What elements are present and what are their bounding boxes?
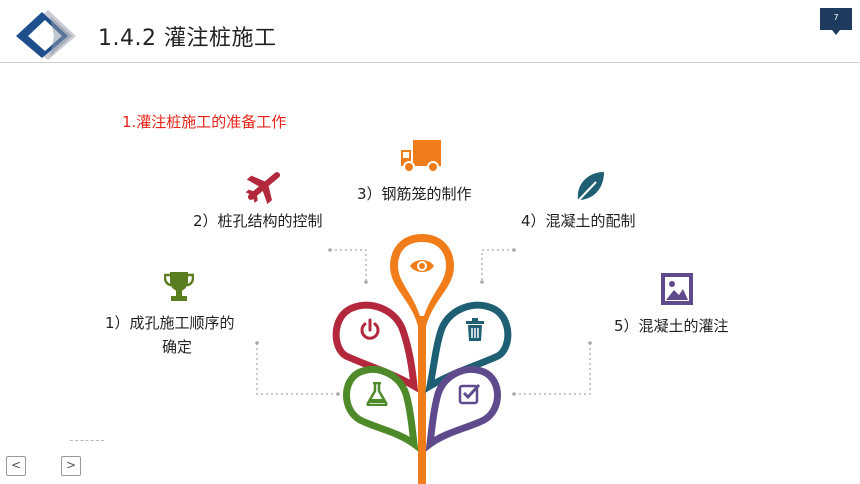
airplane-icon — [245, 172, 281, 204]
petal-orange — [390, 234, 454, 484]
petal-teal — [425, 301, 512, 393]
petal-red — [332, 301, 419, 393]
item-3-label: 3）钢筋笼的制作 — [357, 185, 472, 203]
item-2-label: 2）桩孔结构的控制 — [193, 212, 323, 230]
trophy-icon — [164, 272, 194, 301]
petal-green — [343, 366, 419, 452]
item-1-label-line2: 确定 — [162, 338, 193, 356]
logo — [16, 10, 76, 60]
truck-icon — [401, 140, 441, 173]
image-icon — [661, 273, 693, 305]
section-subtitle: 1.灌注桩施工的准备工作 — [122, 113, 287, 131]
title-divider — [0, 62, 860, 63]
trash-icon — [466, 318, 484, 341]
page-title: 1.4.2 灌注桩施工 — [98, 26, 277, 51]
eye-icon — [410, 260, 434, 272]
power-icon — [360, 318, 380, 340]
next-page-button[interactable]: > — [61, 456, 81, 476]
leaf-icon — [575, 172, 604, 204]
footer-dash — [70, 440, 104, 441]
check-square-icon — [458, 383, 481, 405]
item-5-label: 5）混凝土的灌注 — [614, 317, 729, 335]
petal-diagram — [332, 234, 512, 484]
prev-page-button[interactable]: < — [6, 456, 26, 476]
item-1-label: 1）成孔施工顺序的 — [105, 314, 235, 332]
page-number-badge: 7 — [820, 8, 852, 35]
flask-icon — [366, 382, 388, 406]
item-4-label: 4）混凝土的配制 — [521, 212, 636, 230]
petal-purple — [425, 366, 501, 452]
